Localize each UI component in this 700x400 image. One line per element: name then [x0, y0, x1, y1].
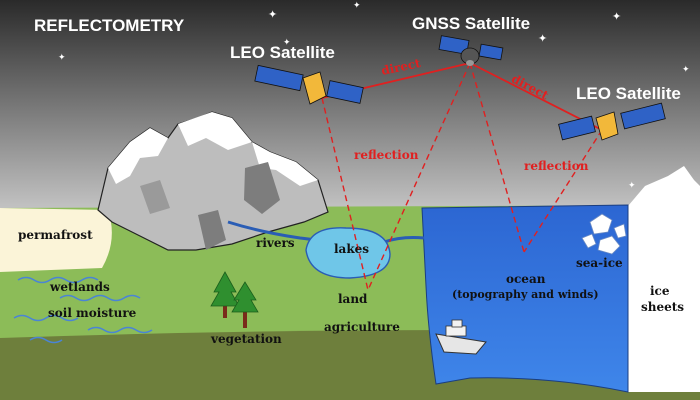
svg-text:✦: ✦ [353, 1, 361, 11]
svg-text:✦: ✦ [268, 8, 277, 21]
land-label: land [338, 292, 368, 306]
mountains [97, 111, 329, 251]
reflection-path-ocean [523, 129, 603, 253]
reflection-label-right: reflection [524, 159, 589, 173]
stars: ✦ ✦ ✦ ✦ ✦ ✦ ✦ ✦ [58, 1, 690, 191]
svg-text:✦: ✦ [682, 65, 690, 75]
reflection-label-left: reflection [354, 148, 419, 162]
svg-text:✦: ✦ [612, 10, 621, 23]
soil-moisture-label: soil moisture [48, 306, 137, 320]
river-outlet [383, 236, 425, 244]
incident-path-ocean [469, 62, 525, 253]
sea-ice-floes [581, 213, 627, 255]
svg-text:✦: ✦ [283, 38, 291, 48]
ice-label: ice [650, 284, 670, 298]
wetland-waves [13, 276, 153, 344]
ship [435, 319, 487, 355]
rivers-label: rivers [256, 236, 295, 250]
ice-sheet [628, 166, 700, 392]
incident-path-land [367, 62, 471, 291]
leo-satellite-right-label: LEO Satellite [576, 84, 681, 103]
ocean-detail-label: (topography and winds) [452, 288, 599, 301]
wetlands-label: wetlands [50, 280, 110, 294]
sea-ice-label: sea-ice [576, 256, 623, 270]
lake [305, 227, 391, 279]
leo-satellite-left-icon [254, 64, 364, 105]
sheets-label: sheets [641, 300, 685, 314]
leo-satellite-right-icon [558, 102, 666, 141]
svg-text:✦: ✦ [628, 181, 636, 191]
leo-satellite-left-label: LEO Satellite [230, 43, 335, 62]
ocean-label: ocean [506, 272, 546, 286]
gnss-satellite-label: GNSS Satellite [412, 14, 531, 33]
gnss-satellite-icon [438, 35, 504, 66]
agriculture-label: agriculture [324, 320, 400, 334]
diagram-title: REFLECTOMETRY [34, 16, 185, 35]
trees [210, 271, 259, 328]
permafrost-label: permafrost [18, 228, 93, 242]
svg-text:✦: ✦ [538, 32, 547, 45]
svg-text:✦: ✦ [58, 53, 66, 63]
vegetation-label: vegetation [211, 332, 282, 346]
reflection-path-land [321, 97, 369, 291]
lakes-label: lakes [334, 242, 370, 256]
permafrost-region [0, 208, 112, 272]
